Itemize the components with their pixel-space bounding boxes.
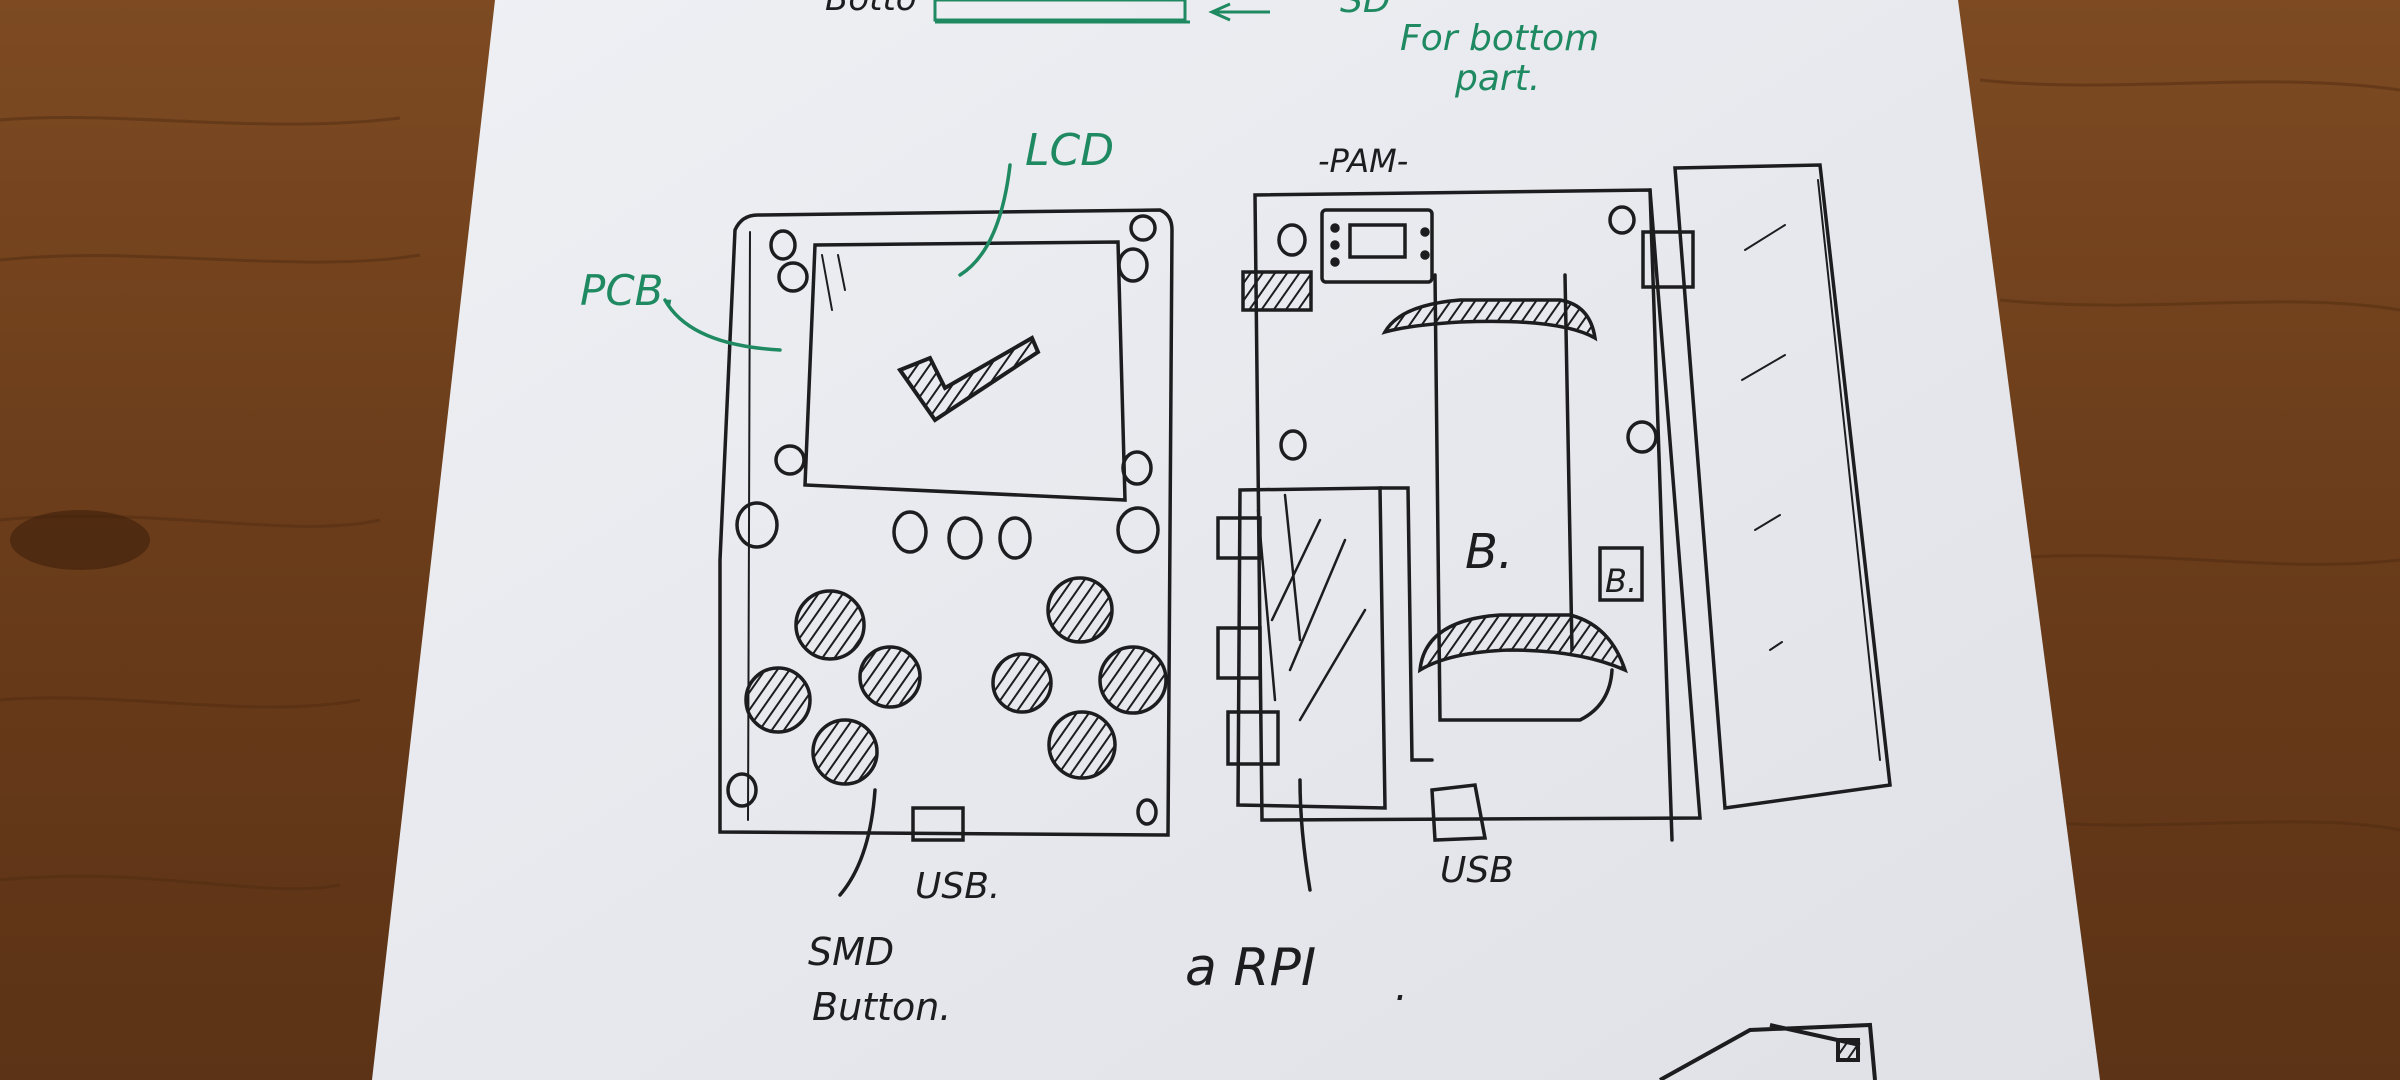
checkmark-icon	[896, 335, 1041, 423]
speaker-connector	[1241, 270, 1313, 312]
label-dot: .	[1395, 964, 1408, 1010]
top-green-sketch	[933, 0, 1270, 24]
back-view-sketch	[1216, 163, 1892, 892]
note-top-left: Botto	[825, 0, 917, 19]
battery-straps	[1381, 298, 1628, 674]
note-top-right-2: For bottom	[1400, 18, 1599, 59]
note-top-right-3: part.	[1454, 58, 1540, 99]
smd-buttons	[744, 576, 1168, 786]
label-battery-small: B.	[1605, 562, 1637, 600]
bottom-partial-sketch	[1659, 1022, 1877, 1080]
label-battery: B.	[1465, 524, 1513, 580]
label-usb-right: USB	[1440, 850, 1514, 891]
label-pcb: PCB.	[580, 266, 677, 315]
label-rpi: a RPI	[1185, 938, 1316, 998]
note-top-right-1: SD	[1340, 0, 1391, 21]
label-usb-left: USB.	[915, 866, 1000, 907]
wood-stain	[10, 510, 150, 570]
front-view-sketch	[663, 163, 1174, 897]
label-smd: SMD	[808, 930, 894, 974]
label-lcd: LCD	[1025, 125, 1114, 176]
label-pam: -PAM-	[1318, 142, 1408, 180]
paper-sheet	[372, 0, 2100, 1080]
label-button: Button.	[812, 985, 951, 1029]
